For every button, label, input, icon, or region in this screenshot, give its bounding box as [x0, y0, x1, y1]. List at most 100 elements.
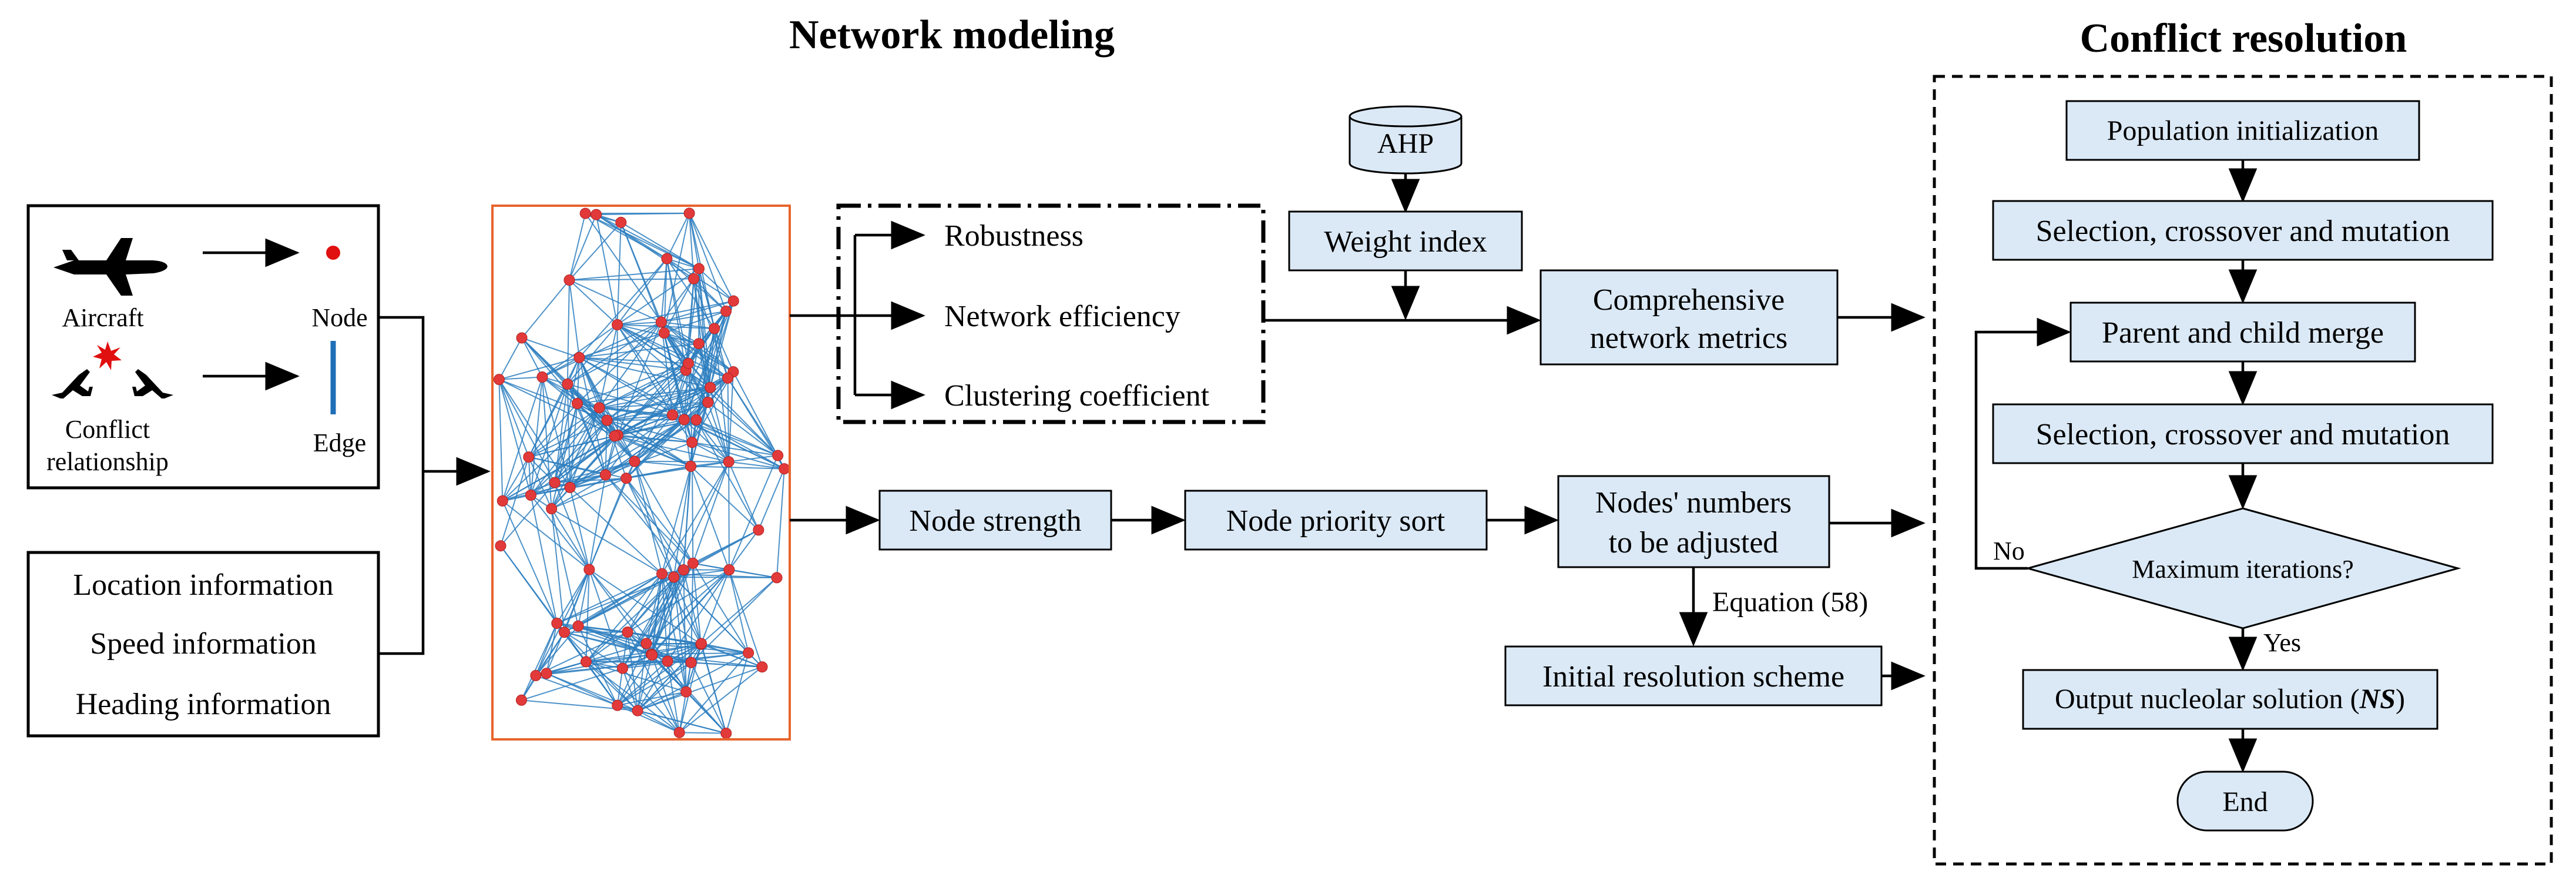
network-node [668, 571, 680, 583]
equation-label: Equation (58) [1712, 587, 1868, 618]
network-edge [606, 401, 708, 421]
network-node [687, 557, 699, 569]
network-edge [691, 371, 734, 443]
network-edge [578, 357, 635, 462]
network-edge [634, 461, 663, 574]
network-edge [689, 213, 727, 311]
network-edge [620, 222, 662, 323]
network-edge [637, 643, 647, 711]
network-edge [564, 632, 587, 662]
network-edge [554, 384, 568, 483]
network-edge [625, 478, 685, 571]
network-edge [696, 419, 779, 456]
network-edge [585, 661, 638, 711]
network-node [558, 627, 570, 638]
network-edge [567, 383, 608, 421]
initial-scheme-label: Initial resolution scheme [1542, 660, 1844, 694]
metric-network-efficiency: Network efficiency [944, 300, 1180, 333]
network-edge [701, 643, 763, 668]
network-edge [576, 321, 662, 404]
network-edge [554, 407, 600, 483]
network-edge [569, 487, 590, 570]
network-edge [685, 643, 702, 692]
network-node [583, 564, 595, 575]
network-edge [614, 435, 729, 463]
legend-conflict-label-1: Conflict [65, 415, 150, 444]
network-edge [578, 569, 590, 627]
network-edge [579, 343, 699, 359]
heading-information: Heading information [76, 688, 331, 721]
network-edge [757, 468, 785, 531]
network-node [655, 316, 667, 328]
network-node [723, 456, 734, 468]
network-node [620, 473, 632, 484]
network-node [753, 524, 764, 536]
network-node [673, 726, 685, 738]
network-node [720, 728, 732, 739]
network-edge [585, 570, 590, 662]
network-node [696, 638, 707, 649]
network-edge [616, 268, 700, 326]
location-information: Location information [73, 568, 333, 602]
network-edge [673, 569, 730, 578]
network-node [685, 656, 697, 668]
network-edge [554, 420, 608, 483]
population-init-label: Population initialization [2107, 115, 2379, 146]
network-node [541, 668, 552, 679]
network-node [661, 253, 673, 264]
network-edge [661, 300, 734, 323]
legend-node-label: Node [311, 303, 367, 332]
network-edge [568, 213, 586, 280]
network-node [779, 463, 790, 475]
network-edge [502, 500, 590, 570]
network-edge [521, 337, 543, 378]
network-edge [502, 407, 600, 501]
network-edge [535, 623, 558, 676]
network-node [658, 327, 670, 339]
population-init-box [2065, 100, 2420, 161]
network-node [666, 409, 678, 421]
network-edge [569, 407, 600, 488]
network-edge [566, 384, 571, 488]
network-edge [595, 214, 618, 325]
network-edge [666, 213, 690, 259]
network-edge [596, 212, 690, 216]
network-edge [530, 384, 568, 495]
network-edge [634, 419, 685, 462]
metric-clustering-coefficient: Clustering coefficient [944, 379, 1210, 413]
network-edge [535, 632, 565, 676]
network-edge [521, 337, 580, 359]
network-edge [698, 343, 734, 373]
network-edge [645, 573, 663, 644]
network-edge [599, 369, 686, 408]
network-edge [696, 419, 785, 470]
network-edge [698, 269, 709, 403]
metrics-box [836, 203, 1266, 424]
network-edge [586, 661, 686, 693]
network-node [727, 295, 739, 307]
network-edge [663, 278, 695, 333]
ahp-database-icon [1349, 105, 1463, 175]
network-node [546, 503, 558, 515]
network-node [593, 402, 605, 414]
network-edge [551, 461, 635, 510]
network-node [615, 216, 627, 228]
network-node [536, 371, 548, 383]
network-edges [498, 212, 785, 734]
network-edge [569, 436, 615, 488]
network-node [551, 618, 563, 629]
network-edge [685, 370, 779, 456]
network-edge [617, 324, 729, 379]
network-edge [585, 631, 628, 662]
network-edge [617, 300, 734, 326]
network-edge [545, 623, 558, 674]
network-edge [679, 666, 763, 733]
network-edge [690, 662, 727, 734]
output-box [2022, 669, 2439, 730]
network-node [720, 305, 732, 317]
network-node [572, 620, 584, 632]
network-edge [690, 455, 778, 467]
network-graph [491, 205, 791, 741]
network-edge [666, 258, 734, 302]
network-edge [585, 569, 685, 662]
